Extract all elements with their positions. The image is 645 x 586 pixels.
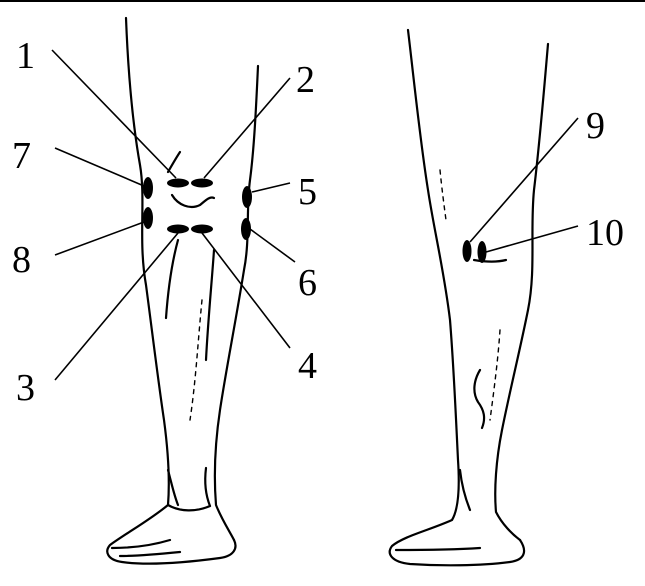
marker-label-4: 4 <box>298 345 317 387</box>
leader-line-5 <box>252 183 290 192</box>
back-leg-heel-detail <box>460 470 470 510</box>
marker-label-10: 10 <box>586 212 624 254</box>
back-leg-calf-detail <box>474 370 484 428</box>
front-leg-patella-detail <box>172 195 214 207</box>
back-leg-popliteal-crease <box>474 260 506 262</box>
electrode-5 <box>242 186 252 208</box>
back-leg-hamstring-line <box>440 170 446 220</box>
front-leg-knee-detail <box>168 152 180 172</box>
front-leg-inner-contour <box>215 66 258 540</box>
marker-label-6: 6 <box>298 262 317 304</box>
electrode-6 <box>241 218 251 240</box>
back-view-leg <box>390 30 548 565</box>
leader-line-8 <box>55 222 144 255</box>
front-leg-shin-left <box>166 240 178 318</box>
marker-label-7: 7 <box>12 135 31 177</box>
marker-label-3: 3 <box>16 367 35 409</box>
electrode-1 <box>167 179 189 188</box>
leader-line-1 <box>52 50 176 178</box>
leader-line-7 <box>55 148 144 186</box>
back-leg-foot <box>396 548 480 550</box>
front-leg-toes <box>112 540 180 556</box>
leader-line-2 <box>204 78 290 178</box>
marker-label-2: 2 <box>296 59 315 101</box>
electrode-4 <box>191 225 213 234</box>
marker-label-1: 1 <box>16 35 35 77</box>
back-leg-right-contour <box>495 44 548 540</box>
electrode-7 <box>143 177 153 199</box>
electrode-9 <box>463 240 472 262</box>
back-leg-calf-shading <box>490 330 500 420</box>
marker-label-9: 9 <box>586 105 605 147</box>
front-leg-foot <box>168 505 210 510</box>
front-leg-shin-right <box>206 250 214 360</box>
back-leg-left-contour <box>390 30 524 565</box>
electrode-8 <box>143 207 153 229</box>
leader-line-6 <box>250 229 295 262</box>
marker-label-5: 5 <box>298 171 317 213</box>
electrode-10 <box>478 241 487 263</box>
marker-label-8: 8 <box>12 239 31 281</box>
leader-line-9 <box>470 118 578 242</box>
leader-line-3 <box>55 233 178 380</box>
electrode-2 <box>191 179 213 188</box>
front-leg-tibia-shading <box>190 300 202 420</box>
electrode-3 <box>167 225 189 234</box>
front-leg-ankle-right <box>205 468 210 506</box>
